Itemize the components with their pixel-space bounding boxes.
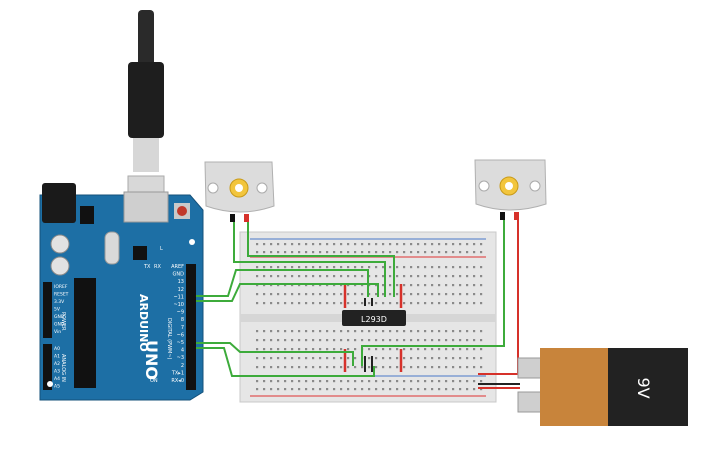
digital-pin-label: ~11 bbox=[173, 294, 184, 300]
digital-pin-label: ~10 bbox=[173, 302, 184, 308]
digital-pin-label: 12 bbox=[178, 287, 184, 293]
capacitor-2 bbox=[50, 256, 70, 276]
power-pin-label: RESET bbox=[54, 292, 69, 298]
dc-motor-1[interactable] bbox=[204, 161, 275, 222]
power-jack bbox=[42, 183, 76, 223]
power-pin-label: IOREF bbox=[54, 284, 68, 290]
green-wires bbox=[196, 220, 505, 377]
digital-pin-label: 2 bbox=[181, 363, 184, 369]
digital-pin-label: RX◂0 bbox=[171, 378, 184, 384]
digital-pin-label: 8 bbox=[181, 317, 184, 323]
digital-pin-label: 4 bbox=[181, 348, 184, 354]
rx-label: RX bbox=[154, 264, 161, 270]
power-pin-label: GND bbox=[54, 322, 65, 328]
digital-pin-label: GND bbox=[173, 272, 185, 278]
power-header bbox=[43, 282, 52, 338]
dc-motor-2[interactable] bbox=[474, 159, 547, 220]
power-pin-label: 3.3V bbox=[54, 299, 65, 305]
power-label: POWER bbox=[60, 312, 66, 331]
battery-label: 9V bbox=[634, 377, 653, 398]
power-pin-label: GND bbox=[54, 314, 65, 320]
digital-header-label: DIGITAL (PWM~) bbox=[166, 318, 172, 360]
digital-pin-label: 7 bbox=[181, 325, 184, 331]
analog-pin-label: A2 bbox=[54, 361, 60, 367]
analog-header bbox=[43, 344, 52, 390]
board-brand: ARDUINO bbox=[137, 294, 150, 352]
power-pin-label: Vin bbox=[54, 329, 61, 335]
analog-pin-label: A4 bbox=[54, 376, 60, 382]
atmega-chip bbox=[74, 278, 96, 388]
digital-pin-label: ~6 bbox=[177, 332, 184, 338]
digital-pin-label: ~3 bbox=[177, 355, 184, 361]
l-label: L bbox=[160, 246, 163, 252]
red-jumpers bbox=[343, 284, 403, 372]
analog-pin-label: A3 bbox=[54, 369, 60, 375]
analog-pin-label: A0 bbox=[54, 346, 60, 352]
on-label: ON bbox=[150, 378, 158, 384]
chip-label: L293D bbox=[361, 315, 387, 324]
power-pin-label: 5V bbox=[54, 307, 61, 313]
usb-port bbox=[123, 191, 169, 223]
l293d-chip[interactable]: L293D bbox=[342, 310, 406, 326]
digital-header bbox=[186, 264, 196, 390]
digital-pin-label: ~9 bbox=[177, 310, 184, 316]
capacitor-1 bbox=[50, 234, 70, 254]
tx-label: TX bbox=[143, 264, 151, 270]
digital-pin-label: AREF bbox=[171, 264, 184, 270]
9v-battery[interactable]: 9V bbox=[517, 348, 688, 426]
analog-pin-label: A1 bbox=[54, 354, 60, 360]
arduino-uno-board[interactable]: ARDUINO UNO DIGITAL (PWM~) POWER ANALOG … bbox=[39, 183, 204, 401]
analog-pin-label: A5 bbox=[54, 384, 60, 390]
digital-pin-label: ~5 bbox=[177, 340, 184, 346]
board-model: UNO bbox=[142, 340, 161, 380]
digital-pin-label: TX▸1 bbox=[171, 370, 184, 376]
breadboard-holes bbox=[256, 243, 483, 391]
usb-cable[interactable] bbox=[127, 10, 165, 221]
analog-label: ANALOG IN bbox=[60, 354, 66, 382]
black-jumpers bbox=[364, 298, 373, 372]
digital-pin-label: 13 bbox=[178, 279, 184, 285]
